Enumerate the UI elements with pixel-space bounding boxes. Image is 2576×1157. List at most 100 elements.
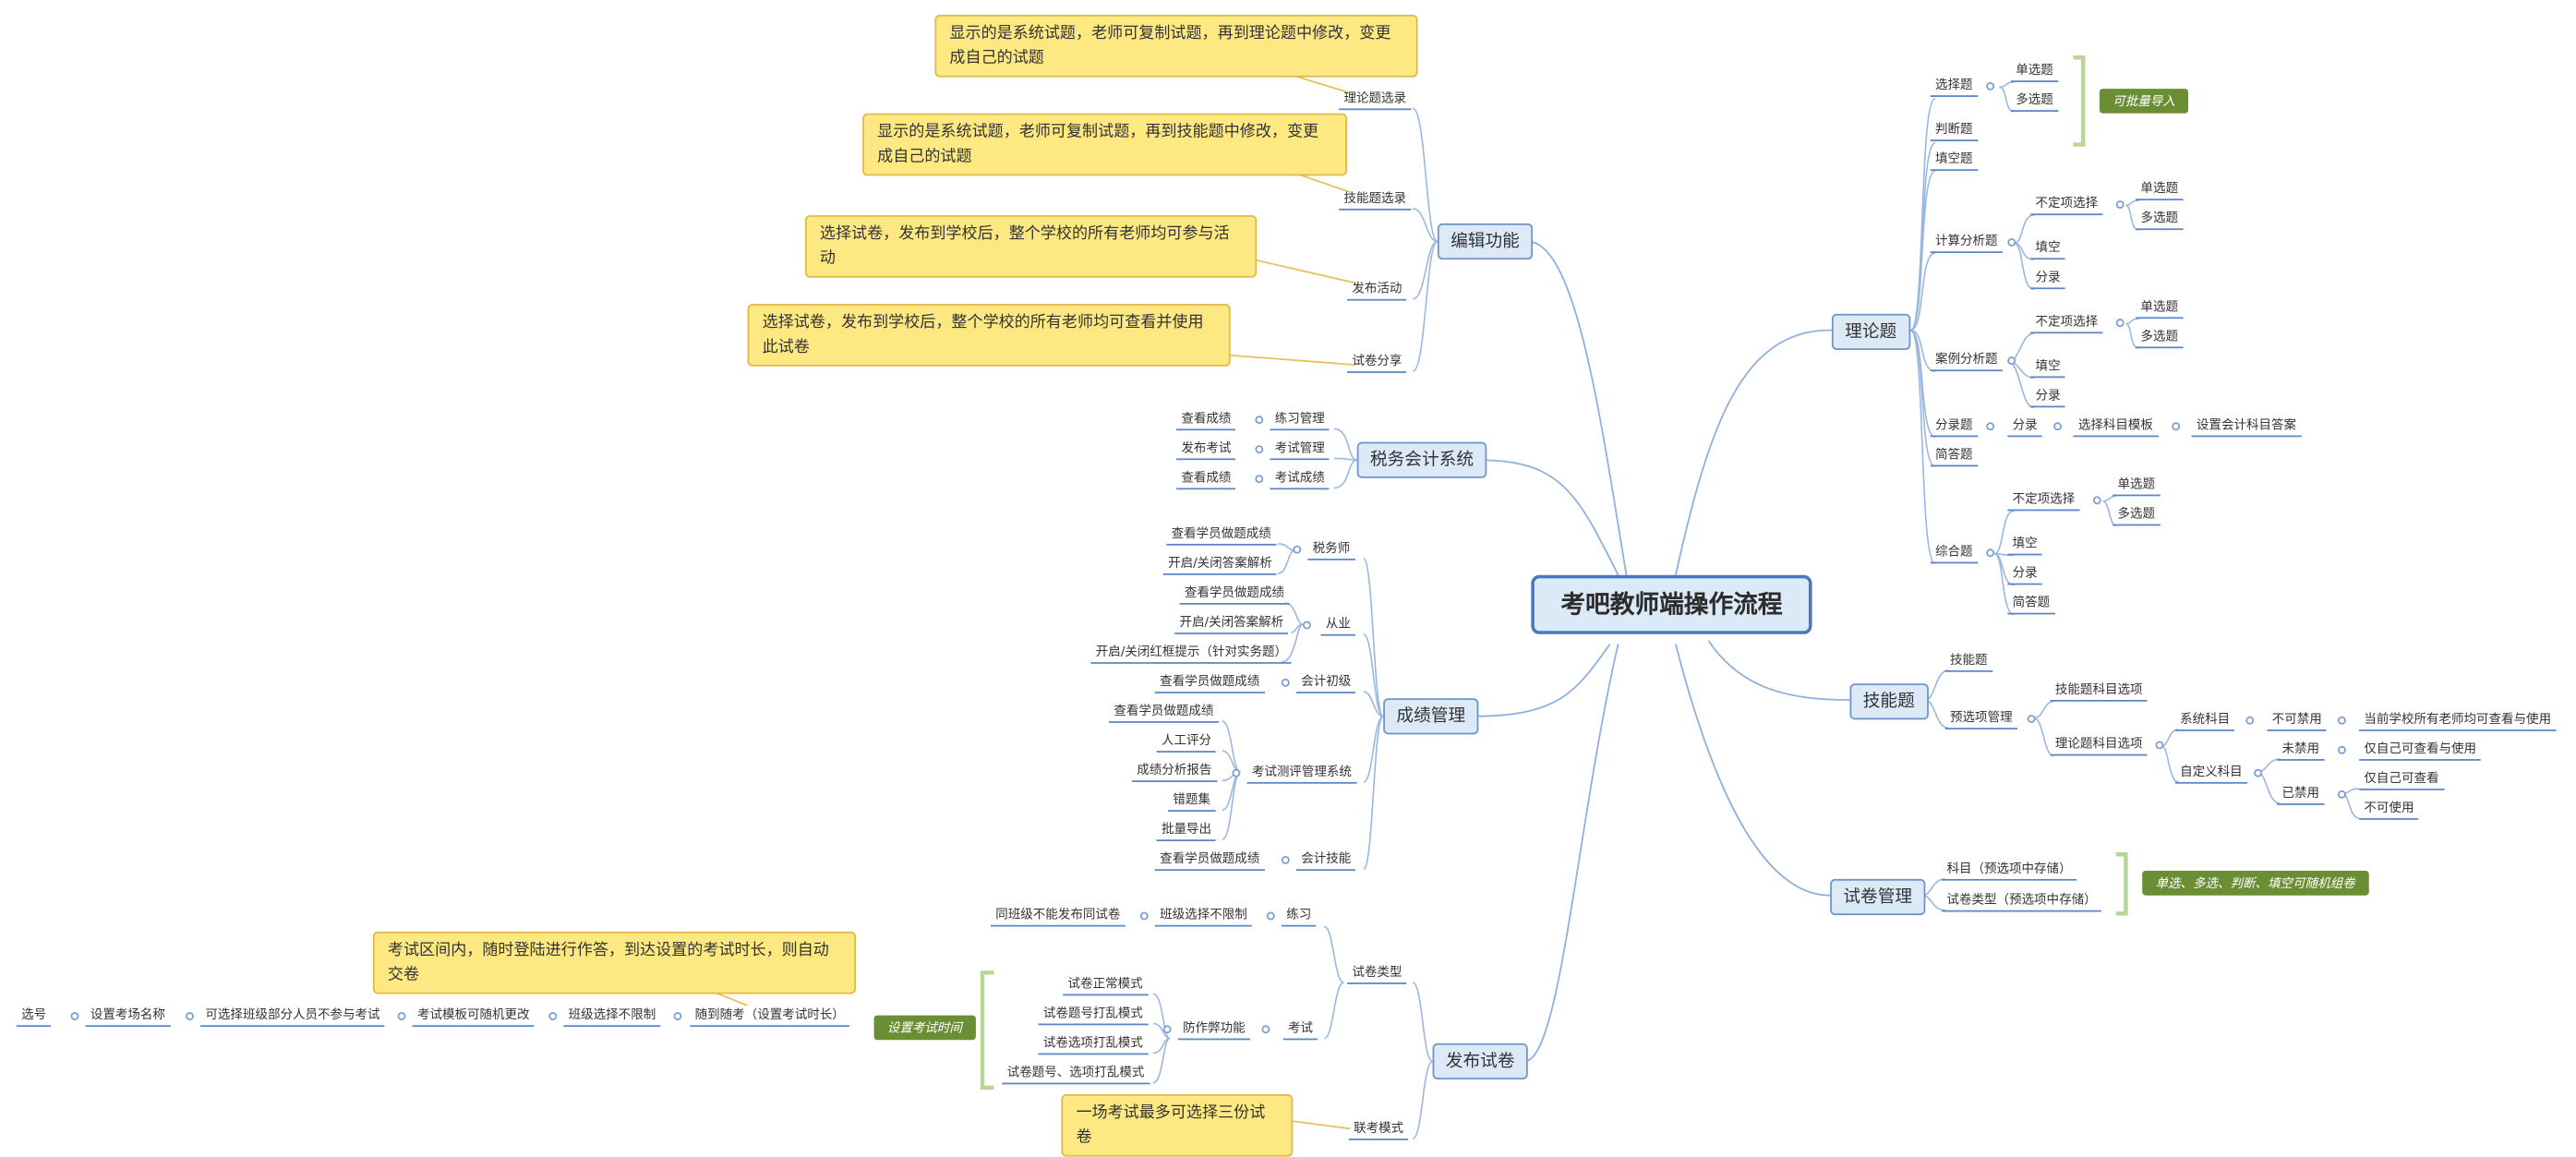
node-subject-preset[interactable]: 科目（预选项中存储） (1942, 860, 2076, 881)
node-system-subject[interactable]: 系统科目 (2174, 710, 2235, 731)
node-class-unlimited[interactable]: 班级选择不限制 (1154, 905, 1253, 927)
node-comp-uncertain[interactable]: 不定项选择 (2007, 489, 2080, 512)
node-calc-uncertain[interactable]: 不定项选择 (2030, 194, 2103, 216)
node-partial-exclude[interactable]: 可选择班级部分人员不参与考试 (200, 1006, 385, 1028)
node-comprehensive[interactable]: 综合题 (1930, 542, 1978, 564)
node-pr-view[interactable]: 查看学员做题成绩 (1179, 584, 1290, 605)
node-paper-type[interactable]: 试卷类型 (1347, 963, 1407, 984)
node-mode-shuffle-opt[interactable]: 试卷选项打乱模式 (1038, 1033, 1149, 1055)
node-ev-report[interactable]: 成绩分析报告 (1131, 761, 1217, 782)
collapse-icon[interactable] (1162, 1025, 1172, 1034)
node-pick-template[interactable]: 选择科目模板 (2073, 416, 2159, 438)
node-publish-activity[interactable]: 发布活动 (1347, 279, 1407, 301)
node-self-view[interactable]: 仅自己可查看 (2359, 769, 2444, 790)
node-self-view-use[interactable]: 仅自己可查看与使用 (2359, 740, 2482, 761)
node-ev-export[interactable]: 批量导出 (1156, 820, 1217, 842)
node-paper-share[interactable]: 试卷分享 (1347, 352, 1407, 373)
node-class-unlimited-2[interactable]: 班级选择不限制 (563, 1006, 661, 1028)
node-jr-view[interactable]: 查看学员做题成绩 (1154, 672, 1265, 693)
branch-paper-management[interactable]: 试卷管理 (1830, 878, 1926, 916)
collapse-icon[interactable] (1986, 422, 1995, 431)
node-case-entry[interactable]: 分录 (2030, 386, 2065, 408)
node-comp-multi[interactable]: 多选题 (2113, 504, 2161, 526)
node-comp-single[interactable]: 单选题 (2113, 475, 2161, 497)
node-view-score-2[interactable]: 查看成绩 (1175, 468, 1236, 490)
node-not-usable[interactable]: 不可使用 (2359, 799, 2419, 820)
node-calc-multi[interactable]: 多选题 (2136, 209, 2184, 231)
node-multi[interactable]: 多选题 (2010, 90, 2059, 112)
node-calc-single[interactable]: 单选题 (2136, 179, 2184, 201)
node-comp-entry[interactable]: 分录 (2007, 563, 2043, 585)
node-calc-fill[interactable]: 填空 (2030, 238, 2065, 260)
branch-tax-accounting[interactable]: 税务会计系统 (1356, 441, 1487, 478)
node-case-single[interactable]: 单选题 (2136, 297, 2184, 319)
node-set-answer[interactable]: 设置会计科目答案 (2191, 416, 2302, 438)
node-ev-view[interactable]: 查看学员做题成绩 (1109, 702, 1219, 723)
node-theory-pick[interactable]: 理论题选录 (1339, 89, 1412, 111)
node-single[interactable]: 单选题 (2010, 61, 2059, 82)
collapse-icon[interactable] (1232, 768, 1241, 777)
collapse-icon[interactable] (1261, 1025, 1270, 1034)
node-judge[interactable]: 判断题 (1930, 120, 1978, 142)
collapse-icon[interactable] (1255, 445, 1264, 454)
node-entry-sub[interactable]: 分录 (2007, 416, 2043, 438)
node-custom-subject[interactable]: 自定义科目 (2174, 763, 2248, 784)
collapse-icon[interactable] (1281, 678, 1290, 687)
collapse-icon[interactable] (1986, 81, 1995, 90)
node-skill-question[interactable]: 技能题 (1944, 651, 1992, 672)
branch-score-management[interactable]: 成绩管理 (1383, 698, 1479, 735)
node-view-score-1[interactable]: 查看成绩 (1175, 409, 1236, 431)
collapse-icon[interactable] (2007, 356, 2016, 366)
collapse-icon[interactable] (2115, 200, 2125, 209)
branch-skill[interactable]: 技能题 (1849, 683, 1929, 720)
node-as-view[interactable]: 查看学员做题成绩 (1154, 850, 1265, 872)
node-exam-mgmt[interactable]: 考试管理 (1270, 439, 1330, 461)
node-practice-mgmt[interactable]: 练习管理 (1270, 409, 1330, 431)
node-case[interactable]: 案例分析题 (1930, 350, 2003, 372)
node-choice[interactable]: 选择题 (1930, 76, 1978, 97)
collapse-icon[interactable] (2027, 714, 2036, 723)
node-accounting-skill[interactable]: 会计技能 (1295, 850, 1356, 872)
node-fill[interactable]: 填空题 (1930, 150, 1978, 172)
node-joint-exam[interactable]: 联考模式 (1348, 1119, 1409, 1140)
collapse-icon[interactable] (2115, 319, 2125, 328)
collapse-icon[interactable] (2254, 768, 2263, 777)
node-case-fill[interactable]: 填空 (2030, 356, 2065, 379)
node-eval-system[interactable]: 考试测评管理系统 (1246, 763, 1357, 784)
collapse-icon[interactable] (2053, 422, 2063, 431)
collapse-icon[interactable] (186, 1012, 194, 1020)
collapse-icon[interactable] (70, 1012, 79, 1020)
node-skill-subject[interactable]: 技能题科目选项 (2050, 681, 2148, 702)
collapse-icon[interactable] (1302, 621, 1311, 630)
node-paper-type-preset[interactable]: 试卷类型（预选项中存储） (1942, 890, 2101, 912)
collapse-icon[interactable] (1255, 416, 1264, 425)
node-not-disable[interactable]: 不可禁用 (2267, 710, 2328, 731)
node-ts-view[interactable]: 查看学员做题成绩 (1166, 524, 1277, 546)
collapse-icon[interactable] (2337, 716, 2346, 725)
collapse-icon[interactable] (2172, 422, 2181, 431)
node-pr-redbox[interactable]: 开启/关闭红框提示（针对实务题） (1090, 643, 1293, 664)
node-anti-cheat[interactable]: 防作弊功能 (1177, 1018, 1250, 1041)
collapse-icon[interactable] (2245, 716, 2255, 725)
node-case-multi[interactable]: 多选题 (2136, 327, 2184, 349)
node-anytime[interactable]: 随到随考（设置考试时长） (690, 1006, 850, 1028)
node-all-teachers[interactable]: 当前学校所有老师均可查看与使用 (2359, 710, 2557, 731)
node-entry-question[interactable]: 分录题 (1930, 416, 1978, 438)
node-comp-fill[interactable]: 填空 (2007, 534, 2043, 556)
node-tax-officer[interactable]: 税务师 (1307, 539, 1355, 560)
collapse-icon[interactable] (1266, 911, 1275, 921)
node-same-class[interactable]: 同班级不能发布同试卷 (990, 905, 1125, 927)
collapse-icon[interactable] (1139, 911, 1149, 921)
node-seat-select[interactable]: 选号 (16, 1006, 52, 1028)
collapse-icon[interactable] (2337, 789, 2346, 799)
node-venue-name[interactable]: 设置考场名称 (85, 1006, 171, 1028)
collapse-icon[interactable] (2155, 741, 2164, 750)
node-theory-subject[interactable]: 理论题科目选项 (2050, 734, 2148, 756)
collapse-icon[interactable] (1255, 475, 1264, 484)
collapse-icon[interactable] (2092, 496, 2101, 505)
node-calc[interactable]: 计算分析题 (1930, 232, 2003, 254)
collapse-icon[interactable] (2337, 745, 2346, 754)
node-practice-cert[interactable]: 从业 (1320, 614, 1356, 636)
node-disabled[interactable]: 已禁用 (2277, 784, 2325, 805)
collapse-icon[interactable] (1281, 856, 1290, 864)
